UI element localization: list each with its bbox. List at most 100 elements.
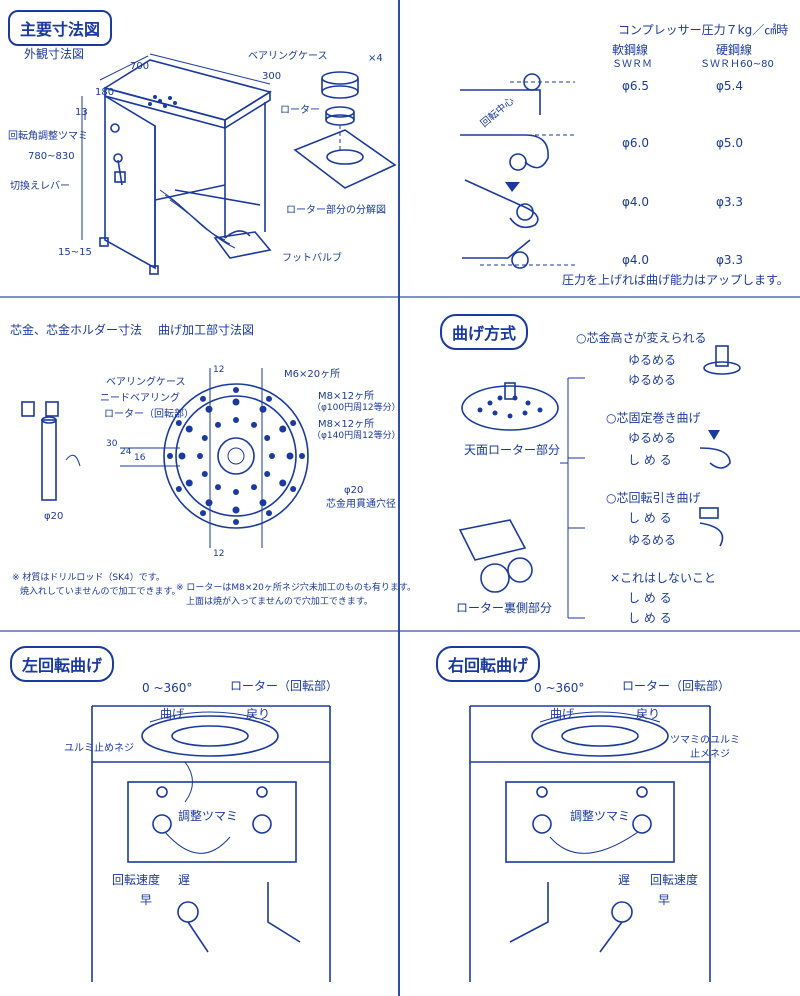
rotor-hole <box>279 479 287 487</box>
rotor-hole <box>200 395 206 402</box>
horizontal-divider-1 <box>0 296 800 298</box>
rotor-hole <box>279 425 287 433</box>
dim-15-15: 15~15 <box>58 247 92 258</box>
bend-right: 曲げ <box>550 707 575 721</box>
left-rotation-drawing <box>91 705 331 982</box>
row4-hard: φ3.3 <box>716 253 743 267</box>
label-exploded: ローター部分の分解図 <box>286 205 386 216</box>
slow-right: 遅 <box>618 873 631 887</box>
rotor-hole <box>178 452 186 460</box>
dim-12-top: 12 <box>213 365 225 375</box>
rotor-hole <box>167 453 173 459</box>
rotor-hole <box>197 453 203 459</box>
note-material-b: 焼入れしていませんので加工できます。 <box>20 587 181 597</box>
compressor-condition: コンプレッサー圧力７kg／㎠時 <box>618 23 789 37</box>
rotor-hole <box>233 387 239 393</box>
subtitle-outline: 外観寸法図 <box>24 47 85 61</box>
rotor-hole <box>286 452 294 460</box>
panel-left-rotation: 左回転曲げ 0 ~360° ローター（回転部） 曲げ 戻り ユルミ止めネジ 調整… <box>0 632 398 996</box>
label-back-rotor: ローター裏側部分 <box>456 601 553 615</box>
dim-12-bottom: 12 <box>213 549 225 559</box>
rotor-hole <box>201 471 208 477</box>
note-rotor: ※ ローターはM8×20ヶ所ネジ穴未加工のものも有ります。 <box>176 583 416 593</box>
note-material: ※ 材質はドリルロッド（SK4）です。 <box>12 573 165 583</box>
row3-hard: φ3.3 <box>716 195 743 209</box>
rotor-hole <box>205 405 213 413</box>
label-tighten-1: し め る <box>628 453 672 467</box>
speed-left: 回転速度 <box>112 873 161 887</box>
speed-right: 回転速度 <box>650 873 699 887</box>
rotor-hole <box>215 421 221 428</box>
label-angle-knob: 回転角調整ツマミ <box>8 131 88 142</box>
label-m8-140-sub: （φ140円周12等分） <box>312 431 401 441</box>
dim-30: 30 <box>106 439 118 449</box>
label-bearing-case-2: ベアリングケース <box>106 377 186 388</box>
label-m8-140: M8×12ヶ所 <box>318 419 375 430</box>
label-pull-bend: ○芯回転引き曲げ <box>606 491 701 505</box>
capacity-diagrams <box>460 73 575 269</box>
rotor-hole <box>266 395 272 402</box>
dim-780-830: 780~830 <box>28 151 75 162</box>
rotor-hole <box>290 486 297 492</box>
label-phi20: φ20 <box>344 485 364 496</box>
panel-title-bending-methods: 曲げ方式 <box>440 314 529 350</box>
fast-right: 早 <box>658 893 671 907</box>
adjust-knob-left: 調整ツマミ <box>178 809 239 823</box>
label-foot-valve: フットバルブ <box>282 253 342 264</box>
rotor-hole <box>232 398 240 406</box>
row1-hard: φ5.4 <box>716 79 743 93</box>
dim-700: 700 <box>130 61 150 72</box>
row2-hard: φ5.0 <box>716 136 743 150</box>
col-hard-steel-sub: ＳＷＲＨ60~80 <box>700 59 774 70</box>
col-soft-steel-sub: ＳＷＲＭ <box>612 59 652 70</box>
label-tighten-3: し め る <box>628 591 672 605</box>
dim-180: 180 <box>95 87 115 98</box>
panel-mandrel-dimensions: 芯金、芯金ホルダー寸法 曲げ加工部寸法図 ベアリングケース ニードベアリング ロ… <box>0 298 416 630</box>
rotor-hole <box>264 471 271 477</box>
label-rotor-part: ローター（回転部） <box>104 409 194 420</box>
rotor-hole <box>290 420 297 426</box>
bend-left: 曲げ <box>160 707 185 721</box>
rotor-hole <box>233 519 239 525</box>
right-rotation-drawing <box>469 705 711 982</box>
panel-bending-methods: 曲げ方式 ○芯金高さが変えられる ゆるめる ゆるめる 天面ローター部分 ○芯固定… <box>400 298 800 630</box>
rotor-hole <box>185 425 193 433</box>
label-tighten-2: し め る <box>628 511 672 525</box>
label-fixed-bend: ○芯固定巻き曲げ <box>606 411 701 425</box>
row3-soft: φ4.0 <box>622 195 649 209</box>
row2-soft: φ6.0 <box>622 136 649 150</box>
label-needle-bearing: ニードベアリング <box>100 393 180 404</box>
label-mandrel-height: ○芯金高さが変えられる <box>576 331 707 345</box>
col-soft-steel: 軟鋼線 <box>612 43 649 57</box>
vertical-divider <box>398 0 400 996</box>
slow-left: 遅 <box>178 873 191 887</box>
title-bending-part: 曲げ加工部寸法図 <box>158 323 255 337</box>
rotor-hole <box>185 479 193 487</box>
label-loosen-3: ゆるめる <box>628 431 677 445</box>
range-right: 0 ~360° <box>534 681 585 695</box>
rotor-left: ローター（回転部） <box>230 679 339 693</box>
stop-screw-left: ユルミ止めネジ <box>64 743 134 754</box>
panel-bending-capacity: コンプレッサー圧力７kg／㎠時 軟鋼線 ＳＷＲＭ 硬鋼線 ＳＷＲＨ60~80 回… <box>400 0 800 296</box>
label-top-rotor: 天面ローター部分 <box>464 443 561 457</box>
rotor-hole <box>232 506 240 514</box>
rotor-hole <box>264 435 271 441</box>
panel-right-rotation: 右回転曲げ 0 ~360° ローター（回転部） 曲げ 戻り ツマミのユルミ 止メ… <box>400 632 800 996</box>
rotor-hole <box>251 484 257 491</box>
rotor-hole <box>175 420 182 426</box>
rotor-hole <box>201 435 208 441</box>
label-loosen-4: ゆるめる <box>628 533 677 547</box>
rotor-hole <box>259 405 267 413</box>
rotor-hole <box>299 453 305 459</box>
rotor-hole <box>259 499 267 507</box>
panel-title-main-dimensions: 主要寸法図 <box>8 10 113 46</box>
rotor-hole <box>251 421 257 428</box>
rotor-hole <box>215 484 221 491</box>
rotor-hole <box>233 489 239 495</box>
return-left: 戻り <box>246 707 271 721</box>
label-tighten-4: し め る <box>628 611 672 625</box>
label-through-hole: 芯金用貫通穴径 <box>326 499 396 510</box>
dim-300: 300 <box>262 71 282 82</box>
bending-methods-drawing <box>458 345 741 619</box>
stop-screw-right-a: ツマミのユルミ <box>670 735 740 746</box>
